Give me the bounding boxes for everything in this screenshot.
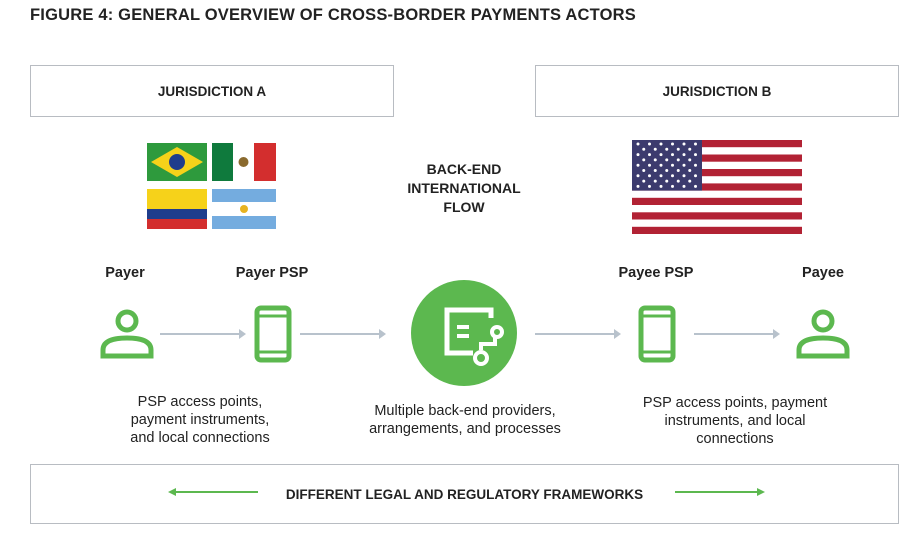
payer-psp-label: Payer PSP bbox=[235, 265, 309, 281]
payer-person-icon bbox=[100, 309, 154, 359]
payer-psp-phone-icon bbox=[254, 305, 292, 363]
figure-title: FIGURE 4: GENERAL OVERVIEW OF CROSS-BORD… bbox=[30, 6, 636, 24]
backend-flow-title: BACK-END INTERNATIONAL FLOW bbox=[407, 161, 521, 215]
backend-process-icon bbox=[411, 280, 517, 386]
payee-person-icon bbox=[796, 309, 850, 359]
jurisdiction-b-box: JURISDICTION B bbox=[535, 65, 899, 117]
payee-label: Payee bbox=[802, 265, 844, 281]
arrow-payer-to-psp bbox=[160, 329, 246, 339]
right-green-arrow-icon bbox=[675, 488, 765, 496]
colombia-flag-icon bbox=[147, 189, 207, 229]
jurisdiction-a-flags bbox=[147, 143, 276, 229]
payee-psp-label: Payee PSP bbox=[618, 265, 694, 281]
left-description: PSP access points, payment instruments, … bbox=[130, 394, 270, 446]
payer-label: Payer bbox=[105, 265, 145, 281]
payee-psp-phone-icon bbox=[638, 305, 676, 363]
arrow-psp-to-payee bbox=[694, 329, 780, 339]
center-description: Multiple back-end providers, arrangement… bbox=[369, 403, 561, 437]
legal-frameworks-box: DIFFERENT LEGAL AND REGULATORY FRAMEWORK… bbox=[30, 464, 899, 524]
left-green-arrow-icon bbox=[168, 488, 258, 496]
mexico-flag-icon bbox=[212, 143, 276, 181]
united-states-flag-icon bbox=[632, 140, 802, 234]
brazil-flag-icon bbox=[147, 143, 207, 181]
argentina-flag-icon bbox=[212, 189, 276, 229]
legal-frameworks-label: DIFFERENT LEGAL AND REGULATORY FRAMEWORK… bbox=[285, 486, 644, 502]
right-description: PSP access points, payment instruments, … bbox=[642, 395, 828, 447]
jurisdiction-a-box: JURISDICTION A bbox=[30, 65, 394, 117]
arrow-backend-to-psp bbox=[535, 329, 621, 339]
arrow-psp-to-backend bbox=[300, 329, 386, 339]
